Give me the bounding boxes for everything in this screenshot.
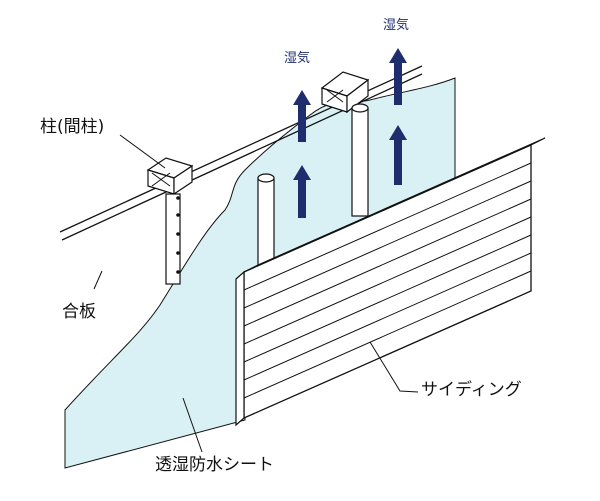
moisture-arrows [293, 48, 407, 218]
label-sheet: 透湿防水シート [155, 455, 274, 475]
label-plywood: 合板 [62, 302, 96, 322]
siding-panel [235, 137, 546, 427]
stud-left [257, 173, 275, 271]
label-moisture-right: 湿気 [383, 18, 410, 33]
leader-plywood [93, 270, 103, 290]
label-column: 柱(間柱) [40, 117, 105, 137]
arrow-up-icon [293, 165, 311, 218]
top-beam-lower [61, 73, 423, 241]
leader-siding [369, 341, 419, 393]
leader-column [119, 134, 166, 169]
arrow-up-icon [389, 48, 407, 105]
arrow-up-icon [293, 90, 311, 142]
stud-right [351, 103, 369, 217]
arrow-up-icon [389, 125, 407, 185]
leader-sheet [182, 397, 203, 453]
label-siding: サイディング [421, 380, 522, 400]
label-moisture-left: 湿気 [284, 51, 311, 66]
column-post-right [320, 71, 370, 114]
